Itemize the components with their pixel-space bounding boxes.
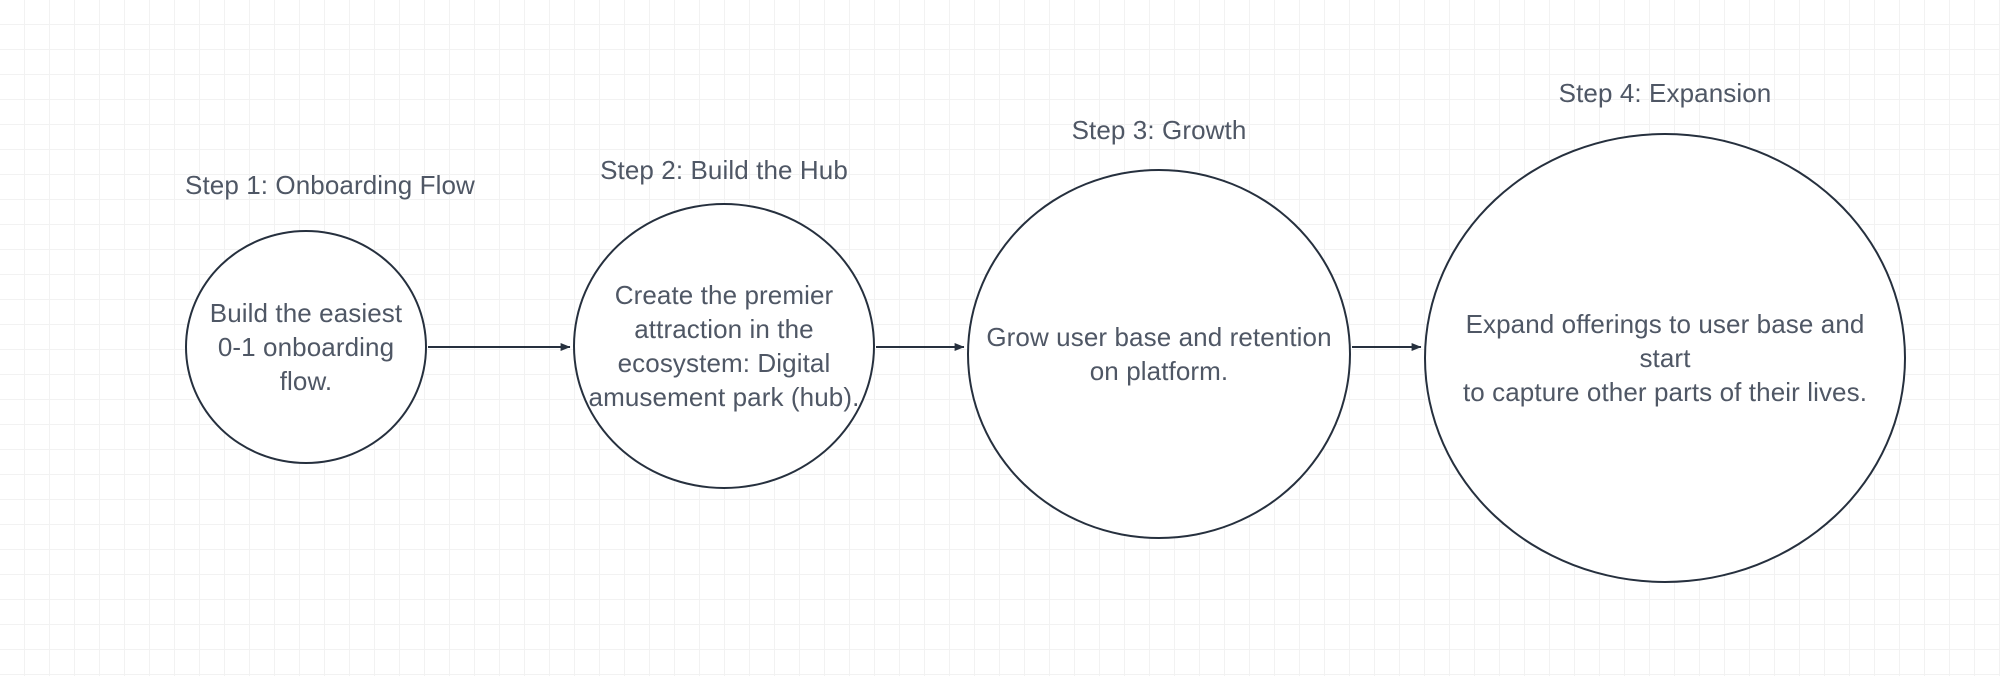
node-label-step-3: Step 3: Growth: [1071, 115, 1247, 145]
node-step-3[interactable]: Grow user base and retention on platform…: [967, 169, 1351, 539]
node-label-step-2: Step 2: Build the Hub: [600, 155, 848, 185]
node-step-1[interactable]: Build the easiest 0-1 onboarding flow.: [185, 230, 427, 464]
node-text-step-4: Expand offerings to user base and start …: [1462, 308, 1868, 408]
node-label-step-4: Step 4: Expansion: [1558, 78, 1772, 108]
node-text-step-2: Create the premier attraction in the eco…: [588, 279, 860, 413]
node-step-2[interactable]: Create the premier attraction in the eco…: [573, 203, 875, 489]
node-label-step-1: Step 1: Onboarding Flow: [185, 170, 475, 200]
node-text-step-1: Build the easiest 0-1 onboarding flow.: [209, 297, 403, 397]
node-step-4[interactable]: Expand offerings to user base and start …: [1424, 133, 1906, 583]
node-text-step-3: Grow user base and retention on platform…: [986, 321, 1332, 386]
